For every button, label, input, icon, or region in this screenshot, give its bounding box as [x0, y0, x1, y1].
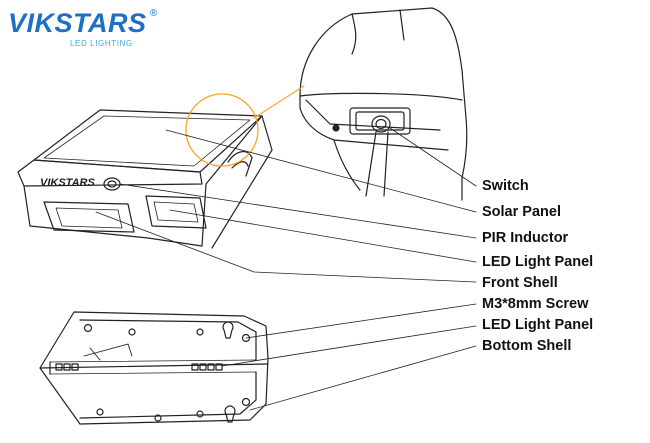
label-solar-panel: Solar Panel: [482, 204, 561, 220]
label-switch: Switch: [482, 178, 529, 194]
engraved-brand-text: VIKSTARS: [40, 177, 95, 189]
label-m3-screw: M3*8mm Screw: [482, 296, 589, 312]
bottom-shell-view: [39, 303, 477, 425]
label-front-shell: Front Shell: [482, 275, 558, 291]
registered-mark: ®: [150, 8, 158, 19]
brand-logo: VIKSTARS ® LED LIGHTING: [8, 8, 168, 54]
label-pir-inductor: PIR Inductor: [482, 230, 569, 246]
label-bottom-shell: Bottom Shell: [482, 338, 572, 354]
label-led-light-panel-top: LED Light Panel: [482, 254, 594, 270]
label-led-light-panel-bottom: LED Light Panel: [482, 317, 594, 333]
assembled-lamp-view: [17, 85, 477, 283]
switch-detail-view: [299, 7, 477, 201]
logo-wordmark: VIKSTARS: [8, 8, 147, 38]
logo-tagline: LED LIGHTING: [70, 39, 133, 48]
